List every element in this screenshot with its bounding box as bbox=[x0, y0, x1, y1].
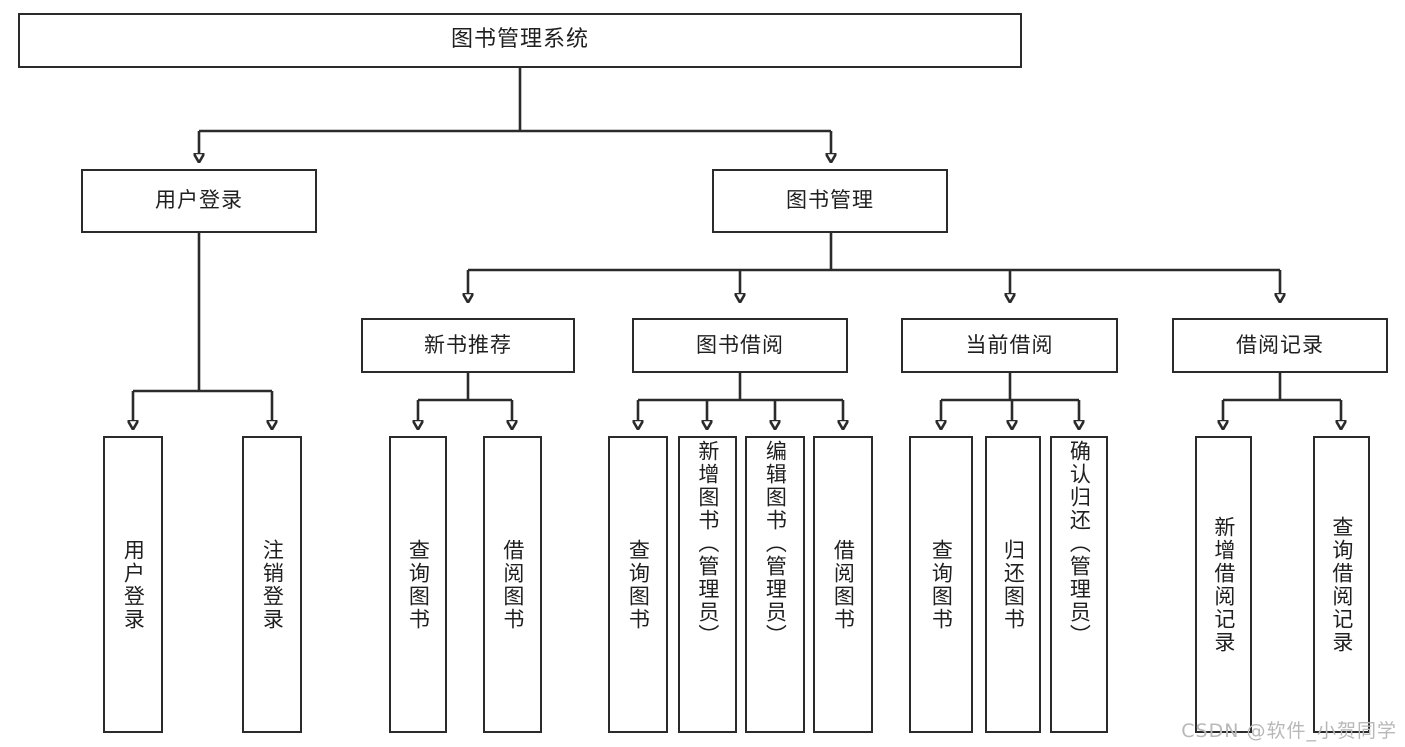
node-book-management[interactable]: 图书管理 bbox=[712, 169, 948, 233]
node-label: 新增借阅记录 bbox=[1211, 515, 1236, 654]
node-label: 查询图书 bbox=[626, 538, 651, 631]
node-label: 编辑图书（管理员） bbox=[763, 440, 788, 647]
node-current-borrow[interactable]: 当前借阅 bbox=[901, 318, 1118, 373]
node-label: 当前借阅 bbox=[965, 332, 1054, 357]
node-label: 新书推荐 bbox=[424, 332, 512, 357]
watermark-text: CSDN @软件_小贺同学 bbox=[1181, 720, 1397, 742]
node-label: 查询借阅记录 bbox=[1329, 515, 1354, 654]
node-user-login[interactable]: 用户登录 bbox=[81, 169, 317, 233]
leaf-record-add-record[interactable]: 新增借阅记录 bbox=[1195, 436, 1252, 733]
node-label: 图书借阅 bbox=[696, 332, 784, 357]
leaf-borrow-edit-book-admin[interactable]: 编辑图书（管理员） bbox=[745, 436, 805, 733]
node-label: 图书管理系统 bbox=[450, 27, 589, 53]
node-book-borrow[interactable]: 图书借阅 bbox=[632, 318, 848, 373]
node-new-book-recommend[interactable]: 新书推荐 bbox=[361, 318, 575, 373]
leaf-current-query-book[interactable]: 查询图书 bbox=[909, 436, 973, 733]
node-borrow-record[interactable]: 借阅记录 bbox=[1172, 318, 1388, 373]
leaf-recommend-query-book[interactable]: 查询图书 bbox=[389, 436, 447, 733]
node-root-system[interactable]: 图书管理系统 bbox=[18, 13, 1022, 68]
node-label: 借阅图书 bbox=[500, 538, 525, 631]
leaf-user-login-signin[interactable]: 用户登录 bbox=[103, 436, 163, 733]
leaf-borrow-borrow-book[interactable]: 借阅图书 bbox=[813, 436, 873, 733]
node-label: 借阅图书 bbox=[831, 538, 856, 631]
leaf-current-confirm-return-admin[interactable]: 确认归还（管理员） bbox=[1050, 436, 1108, 733]
leaf-user-login-logout[interactable]: 注销登录 bbox=[242, 436, 302, 733]
node-label: 注销登录 bbox=[260, 538, 285, 631]
leaf-current-return-book[interactable]: 归还图书 bbox=[985, 436, 1041, 733]
node-label: 用户登录 bbox=[121, 538, 146, 631]
leaf-record-query-record[interactable]: 查询借阅记录 bbox=[1313, 436, 1370, 733]
node-label: 图书管理 bbox=[786, 188, 874, 213]
node-label: 借阅记录 bbox=[1236, 332, 1324, 357]
node-label: 查询图书 bbox=[929, 538, 954, 631]
node-label: 新增图书（管理员） bbox=[695, 440, 720, 647]
node-label: 用户登录 bbox=[155, 188, 243, 213]
node-label: 确认归还（管理员） bbox=[1067, 440, 1092, 647]
leaf-recommend-borrow-book[interactable]: 借阅图书 bbox=[483, 436, 542, 733]
leaf-borrow-query-book[interactable]: 查询图书 bbox=[608, 436, 668, 733]
node-label: 查询图书 bbox=[406, 538, 431, 631]
leaf-borrow-add-book-admin[interactable]: 新增图书（管理员） bbox=[678, 436, 737, 733]
node-label: 归还图书 bbox=[1001, 538, 1026, 631]
